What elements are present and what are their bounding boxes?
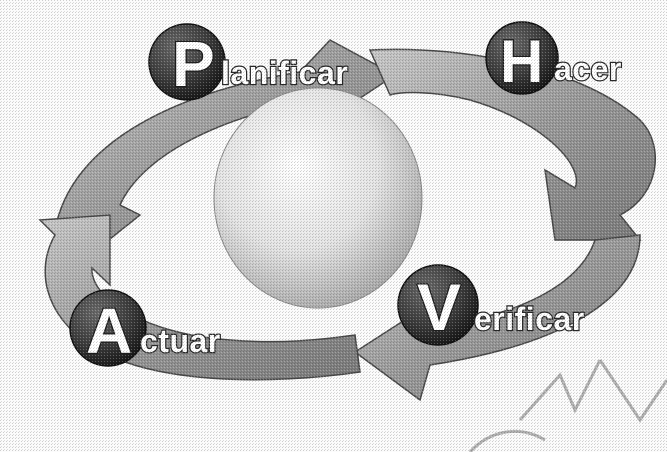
pdca-diagram: P lanificar H acer V erificar A ctuar — [0, 0, 667, 452]
dither-overlay — [0, 0, 667, 452]
pdca-cycle-graphic: P lanificar H acer V erificar A ctuar — [0, 0, 667, 452]
